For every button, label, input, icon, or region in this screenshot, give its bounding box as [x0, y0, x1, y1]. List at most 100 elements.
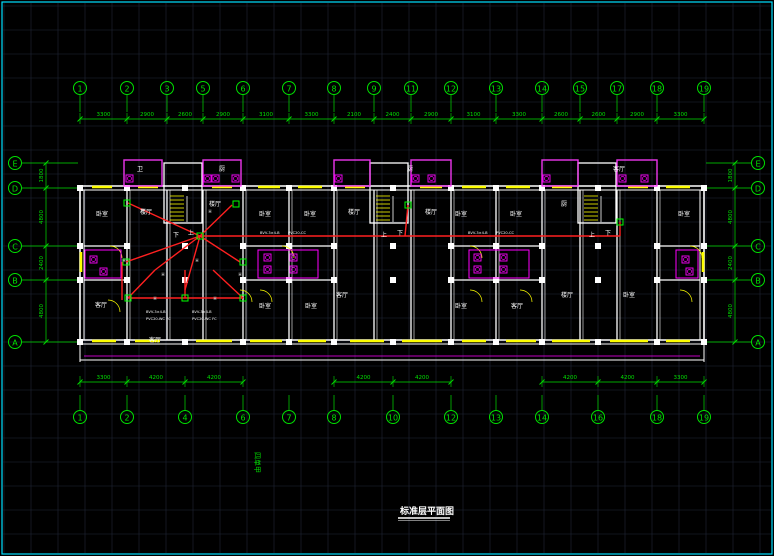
axis-label-bottom: 12	[446, 414, 456, 423]
fixture-outline	[257, 249, 319, 279]
column	[77, 339, 83, 345]
fixture-box	[499, 253, 508, 262]
axis-label-right: A	[755, 339, 761, 348]
axis-bubble-left	[8, 335, 22, 349]
dim-text-top: 2900	[140, 112, 154, 118]
axis-label-left: E	[12, 160, 17, 169]
cable-label: BVV-3×4-B	[146, 310, 166, 314]
axis-label-bottom: 18	[652, 414, 662, 423]
dim-text-top: 2600	[554, 112, 568, 118]
axis-bubble-top	[489, 81, 503, 95]
axis-label-right: D	[755, 185, 761, 194]
circuit-label: H	[161, 272, 164, 277]
axis-bubble-bottom	[535, 410, 549, 424]
fixture-box	[427, 174, 436, 183]
stair-label: 下	[397, 230, 403, 237]
column	[539, 243, 545, 249]
room-label: 厨	[219, 166, 225, 173]
room-label: 卧室	[259, 210, 271, 218]
axis-bubble-bottom	[591, 410, 605, 424]
axis-label-top: 7	[286, 85, 291, 94]
dim-text-bottom: 4200	[563, 375, 577, 381]
circuit-label: H	[153, 296, 156, 301]
fixture-outline	[123, 159, 163, 187]
column	[654, 185, 660, 191]
circuit-label: H	[208, 209, 211, 214]
stair-label: 下	[605, 230, 611, 237]
circuit-label: H	[122, 258, 125, 263]
fixture-box	[681, 255, 690, 264]
axis-label-bottom: 2	[124, 414, 129, 423]
circuit-label: H	[141, 208, 144, 213]
door-swing	[259, 289, 273, 303]
column	[182, 185, 188, 191]
room-label: 卧室	[304, 210, 316, 218]
fixture-circle	[265, 255, 270, 260]
dim-text-bottom: 4200	[149, 375, 163, 381]
column	[331, 339, 337, 345]
dim-text-top: 2900	[424, 112, 438, 118]
room-label: 楼厅	[140, 208, 152, 216]
column	[390, 339, 396, 345]
axis-label-top: 9	[371, 85, 376, 94]
dim-tick	[331, 116, 337, 122]
axis-bubble-top	[73, 81, 87, 95]
column	[595, 339, 601, 345]
column	[701, 185, 707, 191]
fixture-circle	[501, 255, 506, 260]
column	[595, 277, 601, 283]
column	[240, 185, 246, 191]
dim-tick	[654, 116, 660, 122]
fixture-box	[289, 265, 298, 274]
axis-bubble-bottom	[120, 410, 134, 424]
axis-bubble-top	[404, 81, 418, 95]
cable-label: PVC20-CC	[496, 231, 515, 235]
axis-label-top: 3	[164, 85, 169, 94]
fixture-circle	[265, 267, 270, 272]
column	[331, 185, 337, 191]
circuit-label: H	[195, 258, 198, 263]
outlet-marker	[232, 200, 240, 208]
fixture-box	[542, 174, 551, 183]
fixture-circle	[233, 176, 238, 181]
axis-label-top: 2	[124, 85, 129, 94]
axis-bubble-left	[8, 239, 22, 253]
dim-text-top: 3300	[305, 112, 319, 118]
dim-text-top: 3300	[512, 112, 526, 118]
fixture-circle	[429, 176, 434, 181]
outlet-marker	[122, 258, 130, 266]
outlet-marker	[239, 294, 247, 302]
fixture-outline	[84, 249, 122, 279]
axis-bubble-bottom	[697, 410, 711, 424]
axis-label-bottom: 14	[537, 414, 547, 423]
column	[654, 243, 660, 249]
dim-text-right: 4800	[728, 210, 734, 224]
axis-bubble-left	[8, 181, 22, 195]
column	[331, 277, 337, 283]
dim-tick	[614, 116, 620, 122]
dim-tick	[595, 379, 601, 385]
fixture-box	[263, 265, 272, 274]
door-swing	[679, 289, 693, 303]
dimension-lines	[43, 113, 738, 387]
axis-label-right: B	[755, 277, 761, 286]
fixture-outline	[333, 159, 371, 187]
column	[124, 339, 130, 345]
fixture-box	[289, 253, 298, 262]
axis-label-left: A	[12, 339, 18, 348]
room-label: 卫	[137, 166, 143, 173]
column	[654, 339, 660, 345]
dim-text-top: 2100	[347, 112, 361, 118]
dim-text-right: 2400	[728, 256, 734, 270]
fixture-circle	[683, 257, 688, 262]
dim-tick	[240, 379, 246, 385]
axis-bubble-top	[236, 81, 250, 95]
room-label: 客厅	[149, 336, 161, 344]
wire	[199, 204, 233, 237]
column	[539, 277, 545, 283]
axis-bubble-top	[650, 81, 664, 95]
wall-room	[577, 162, 617, 224]
dim-tick	[240, 116, 246, 122]
